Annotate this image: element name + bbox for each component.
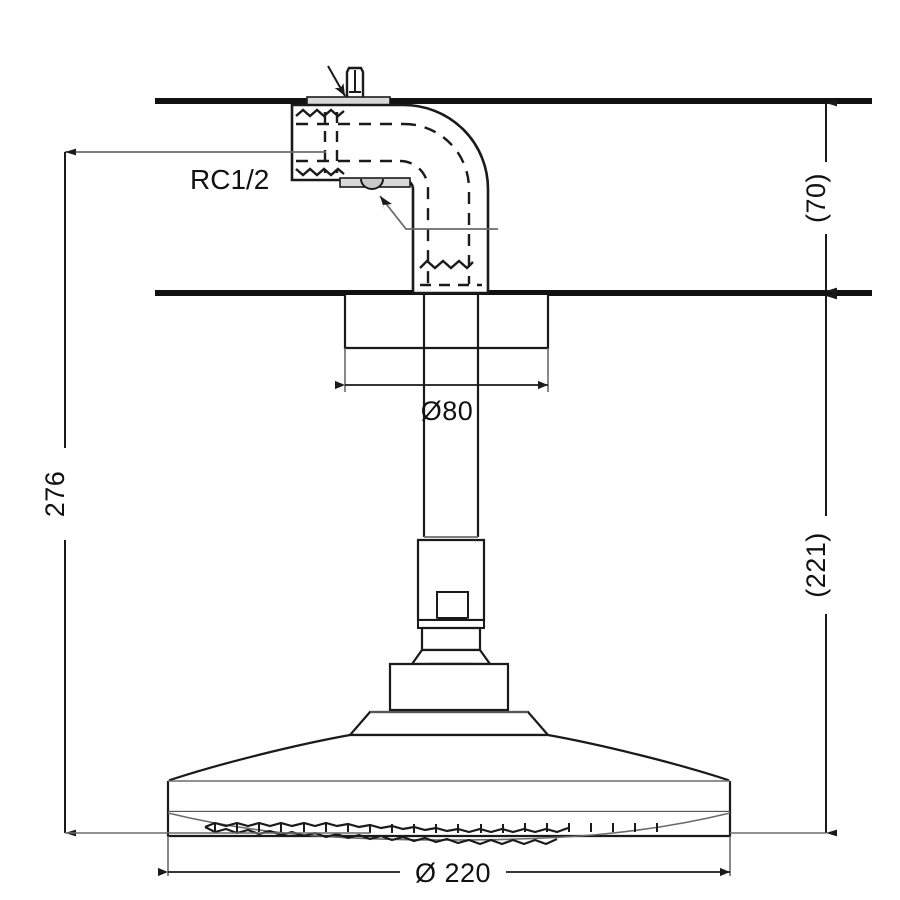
- bore-hidden-outer-curve: [403, 122, 471, 284]
- thread-zigzag-vertical: [419, 259, 474, 270]
- escutcheon-body: [343, 295, 550, 350]
- bore-hidden-inner-curve: [399, 159, 430, 284]
- shower-head-body: [166, 710, 732, 846]
- swivel-neck: [420, 626, 482, 652]
- stem-pipe: [409, 295, 493, 696]
- head-dim-text-gap: [400, 854, 506, 890]
- head-spray-plate: [166, 812, 732, 838]
- pipe-thread-horizontal: [295, 108, 345, 177]
- head-dome-upper: [168, 733, 730, 784]
- swivel-collar: [417, 619, 485, 629]
- oring-seal: [360, 178, 384, 190]
- drop-length-text-gap: [805, 516, 847, 614]
- ceiling-offset-text-gap: [805, 162, 847, 234]
- dimension-ceiling-offset: (70): [801, 99, 847, 295]
- elbow-arm: [290, 103, 490, 295]
- wall-lines: [155, 98, 872, 296]
- drop-length-label: (221): [801, 532, 831, 598]
- stem-diameter-label: Ø80: [421, 396, 474, 426]
- swivel-taper: [409, 648, 493, 666]
- head-diameter-label: Ø 220: [415, 858, 491, 888]
- pipe-thread-vertical: [419, 259, 482, 287]
- ceiling-escutcheon: [343, 295, 550, 350]
- seal-callout: [379, 195, 498, 230]
- head-shoulder-cone: [347, 710, 551, 737]
- ceiling-offset-label: (70): [801, 173, 831, 223]
- total-height-text-gap: [44, 448, 86, 540]
- shower-head-cap: [388, 662, 510, 712]
- cap-block: [388, 662, 510, 712]
- dimension-stem-diameter: Ø80: [335, 348, 549, 426]
- arm-seal: [339, 177, 411, 190]
- total-height-label: 276: [40, 471, 70, 518]
- swivel-key-detail: [436, 591, 469, 619]
- dimension-total-height: 276: [40, 148, 370, 837]
- elbow-outer-profile: [290, 103, 490, 295]
- seal-leader-arrow: [380, 196, 392, 212]
- set-screw: [345, 66, 365, 100]
- head-rim-band: [166, 781, 732, 814]
- set-screw-callout: [327, 65, 346, 97]
- seal-leader-line: [379, 195, 498, 230]
- thread-spec-label: RC1/2: [190, 164, 269, 195]
- dimension-head-diameter: Ø 220: [158, 836, 731, 890]
- dimension-drop-length: (221): [730, 292, 847, 837]
